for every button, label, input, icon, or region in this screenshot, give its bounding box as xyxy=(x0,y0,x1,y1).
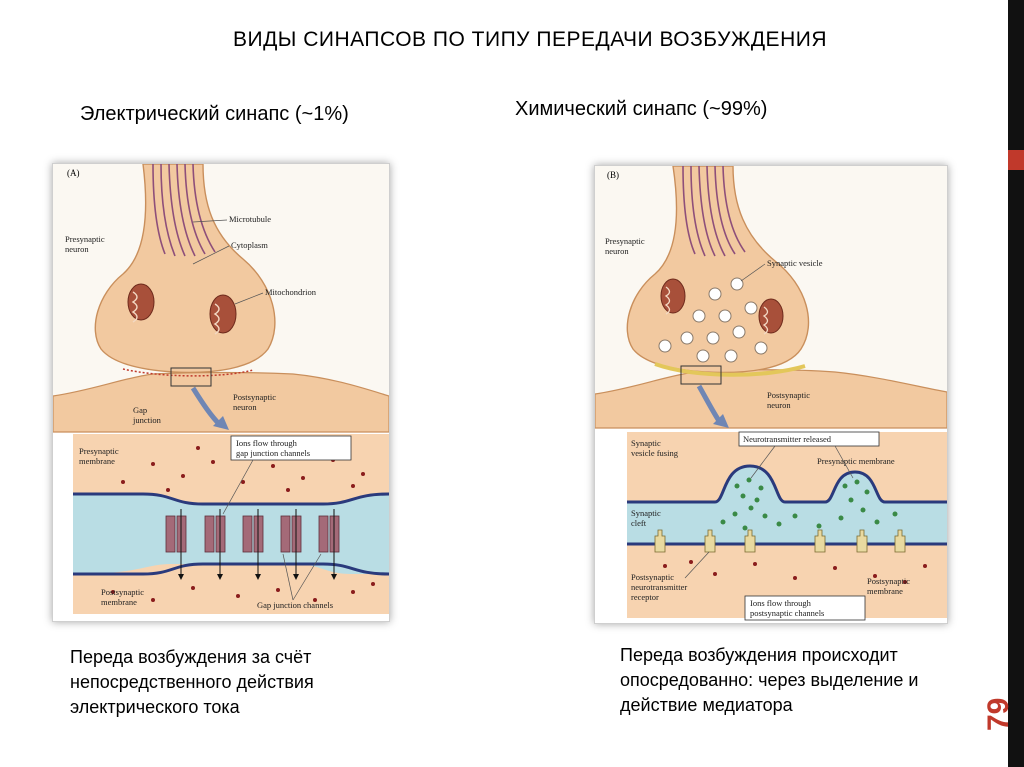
label-synaptic-vesicle: Synaptic vesicle xyxy=(767,258,823,268)
gap-junction-line xyxy=(122,368,254,377)
label-neurotransmitter-released: Neurotransmitter released xyxy=(743,434,832,444)
panel-letter-b: (B) xyxy=(607,170,619,180)
decor-stripe-top xyxy=(1008,0,1024,150)
gap-cleft xyxy=(73,494,389,574)
neurotransmitter-released-callout xyxy=(738,431,880,447)
label-synaptic-cleft: Synaptic xyxy=(631,508,661,518)
ions xyxy=(663,560,927,584)
label-ions-flow: Ions flow through xyxy=(236,438,298,448)
label-postsynaptic-neuron: Postsynaptic xyxy=(767,390,810,400)
synapse-zoom-box xyxy=(680,365,722,385)
ions-flow-callout xyxy=(230,435,352,461)
microtubules xyxy=(682,165,746,257)
synaptic-cleft xyxy=(627,502,947,544)
mitochondria xyxy=(660,278,784,335)
page-number: 79 xyxy=(982,697,1015,731)
electrical-synapse-heading: Электрический синапс (~1%) xyxy=(80,103,349,125)
gap-junction-zoom-box xyxy=(170,367,212,387)
label-presynaptic-membrane: Presynaptic xyxy=(79,446,119,456)
label-presynaptic-neuron: Presynaptic xyxy=(65,234,105,244)
slide-title: ВИДЫ СИНАПСОВ ПО ТИПУ ПЕРЕДАЧИ ВОЗБУЖДЕН… xyxy=(232,28,827,51)
postsynaptic-membrane-line xyxy=(73,562,390,576)
label-cytoplasm: Cytoplasm xyxy=(231,240,268,250)
synaptic-cleft-zone xyxy=(654,362,806,377)
panel-letter-a: (A) xyxy=(67,168,80,178)
neurotransmitter-molecules xyxy=(720,477,898,531)
presynaptic-membrane-line xyxy=(73,492,390,506)
electrical-synapse-description: Переда возбуждения за счёт непосредствен… xyxy=(70,647,314,717)
label-mitochondrion: Mitochondrion xyxy=(265,287,317,297)
label-synaptic-vesicle-fusing: Synaptic xyxy=(631,438,661,448)
decor-stripe-accent xyxy=(1008,150,1024,170)
synaptic-vesicles xyxy=(658,277,768,363)
label-postsynaptic-neuron: Postsynaptic xyxy=(233,392,276,402)
chemical-synapse-description: Переда возбуждения происходит опосредова… xyxy=(620,645,919,715)
ions-flow-callout xyxy=(744,595,866,621)
label-gap-junction: Gap xyxy=(133,405,147,415)
chemical-synapse-heading: Химический синапс (~99%) xyxy=(515,98,768,120)
postsynaptic-receptors xyxy=(654,529,906,553)
label-gap-junction-channels: Gap junction channels xyxy=(257,600,333,610)
microtubules xyxy=(152,163,216,257)
label-postsynaptic-membrane: Postsynaptic xyxy=(867,576,910,586)
label-postsynaptic-receptor: Postsynaptic xyxy=(631,572,674,582)
label-presynaptic-membrane: Presynaptic membrane xyxy=(817,456,895,466)
mitochondria xyxy=(127,283,237,335)
label-postsynaptic-membrane: Postsynaptic xyxy=(101,587,144,597)
label-presynaptic-neuron: Presynaptic xyxy=(605,236,645,246)
label-ions-flow: Ions flow through xyxy=(750,598,812,608)
decor-stripe-bottom xyxy=(1008,170,1024,767)
label-microtubule: Microtubule xyxy=(229,214,271,224)
ion-flow-arrows xyxy=(180,509,335,576)
postsynaptic-neuron-shape xyxy=(52,371,390,433)
